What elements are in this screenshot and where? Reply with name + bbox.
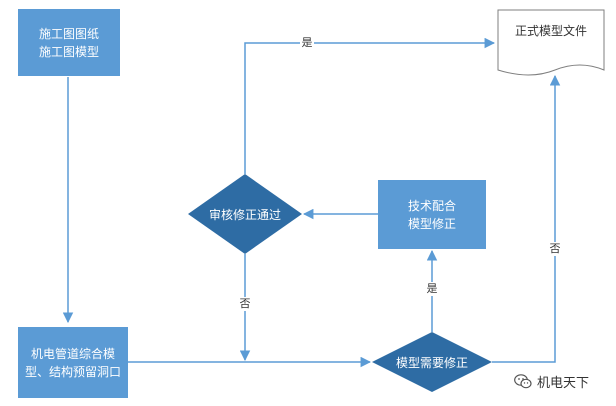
fix-yes-label: 是 [425,282,439,296]
final-doc-label: 正式模型文件 [514,24,587,38]
review-no-label: 否 [238,297,252,311]
need-fix-diamond [372,332,492,392]
tech-line1: 技术配合 [407,198,456,213]
edge-need-fix-no [492,74,561,363]
drawings-node: 施工图图纸 施工图模型 [18,9,120,76]
watermark: 机电天下 [510,370,594,393]
review-diamond [188,174,302,254]
tech-line2: 模型修正 [407,216,456,231]
integration-node: 机电管道综合模 型、结构预留洞口 [18,327,128,398]
fix-no-label: 否 [548,242,562,256]
integration-line1: 机电管道综合模 [30,346,115,361]
drawings-line1: 施工图图纸 [38,26,99,41]
tech-node: 技术配合 模型修正 [378,180,486,249]
review-yes-label: 是 [300,36,314,50]
review-label: 审核修正通过 [208,208,281,222]
edge-review-yes [244,37,496,174]
need-fix-label: 模型需要修正 [395,356,468,370]
final-doc-shape [497,9,605,76]
drawings-line2: 施工图模型 [38,44,99,59]
wechat-icon [514,374,532,389]
integration-line2: 型、结构预留洞口 [24,364,121,379]
watermark-text: 机电天下 [537,376,590,391]
